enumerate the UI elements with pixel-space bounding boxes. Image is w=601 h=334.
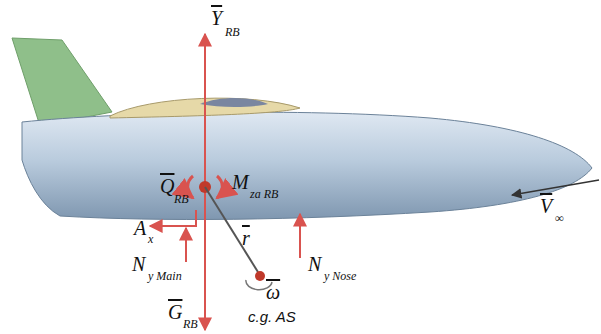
- velocity-symbol: V: [540, 196, 552, 216]
- force-symbol: G: [168, 302, 182, 322]
- nose-gear-arrow: [299, 214, 301, 258]
- cg-as-point: [255, 271, 265, 281]
- moment-symbol: Q: [160, 176, 174, 196]
- force-subscript: y Nose: [324, 270, 356, 282]
- velocity-subscript: ∞: [555, 212, 564, 224]
- canopy-window: [200, 98, 268, 107]
- force-symbol: Y: [211, 8, 222, 28]
- moment-subscript: RB: [174, 193, 189, 205]
- force-subscript: x: [148, 233, 153, 245]
- moment-symbol: M: [232, 172, 249, 192]
- moment-subscript: za RB: [250, 188, 278, 200]
- vector-symbol: r: [242, 228, 250, 248]
- vector-symbol: ω: [266, 282, 280, 302]
- main-gear-arrow: [185, 228, 187, 262]
- tail-fin: [12, 38, 112, 126]
- moment-arc: [217, 176, 222, 198]
- ax-arrow: [150, 210, 196, 226]
- force-symbol: N: [132, 254, 145, 274]
- point-label: c.g. AS: [248, 309, 296, 324]
- force-symbol: A: [134, 218, 146, 238]
- force-subscript: y Main: [148, 270, 182, 282]
- lift-arrow: [204, 34, 206, 186]
- velocity-arrow: [512, 180, 599, 195]
- fuselage: [22, 112, 592, 219]
- weight-arrow: [204, 186, 206, 330]
- force-subscript: RB: [183, 318, 198, 330]
- force-symbol: N: [308, 254, 321, 274]
- force-subscript: RB: [225, 26, 240, 38]
